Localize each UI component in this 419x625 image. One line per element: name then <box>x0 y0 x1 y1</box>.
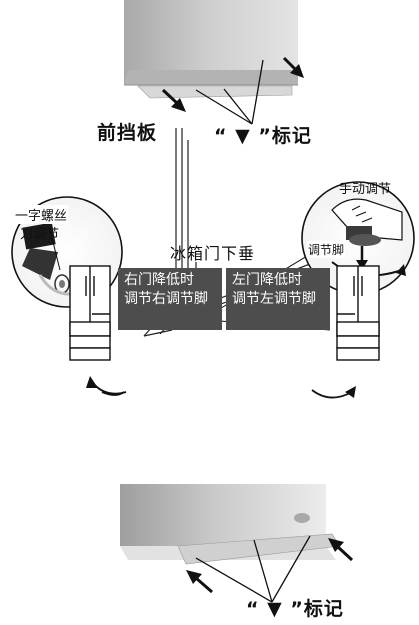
bottom-left-arrow <box>186 570 213 594</box>
right-door-line2: 调节右调节脚 <box>124 291 208 307</box>
left-door-line2: 调节左调节脚 <box>232 291 316 307</box>
left-door-line1: 左门降低时 <box>232 272 302 288</box>
right-curved-arrow <box>311 386 356 399</box>
left-door-instruction-box: 左门降低时 调节左调节脚 <box>226 268 330 330</box>
mark-pointer-lines-bottom <box>195 535 311 603</box>
right-fridge-icon <box>336 265 380 361</box>
bottom-right-arrow <box>328 538 354 562</box>
manual-adjust-label: 手动调节 <box>339 182 392 197</box>
mark-label-bottom: “ ▼ ”标记 <box>246 598 344 620</box>
adjust-foot-label: 调节脚 <box>307 241 346 258</box>
mark-pointer-lines-top <box>195 59 264 125</box>
door-sag-title: 冰箱门下垂 <box>170 244 256 263</box>
top-fridge-photo <box>124 0 298 99</box>
manual-adjust-detail-circle <box>301 181 415 295</box>
screwdriver-label-1: 一字螺丝 <box>14 205 69 224</box>
top-right-arrow <box>282 56 304 78</box>
front-panel-label: 前挡板 <box>97 122 158 144</box>
right-door-line1: 右门降低时 <box>124 272 194 288</box>
mark-label-top: “ ▼ ”标记 <box>214 125 312 147</box>
right-door-instruction-box: 右门降低时 调节右调节脚 <box>118 268 222 330</box>
bottom-fridge-photo <box>120 484 341 565</box>
left-fridge-icon <box>69 265 111 361</box>
front-panel-arrow <box>161 88 186 112</box>
left-curved-arrow <box>86 376 127 396</box>
screwdriver-label-2: 刀调节 <box>20 227 60 242</box>
